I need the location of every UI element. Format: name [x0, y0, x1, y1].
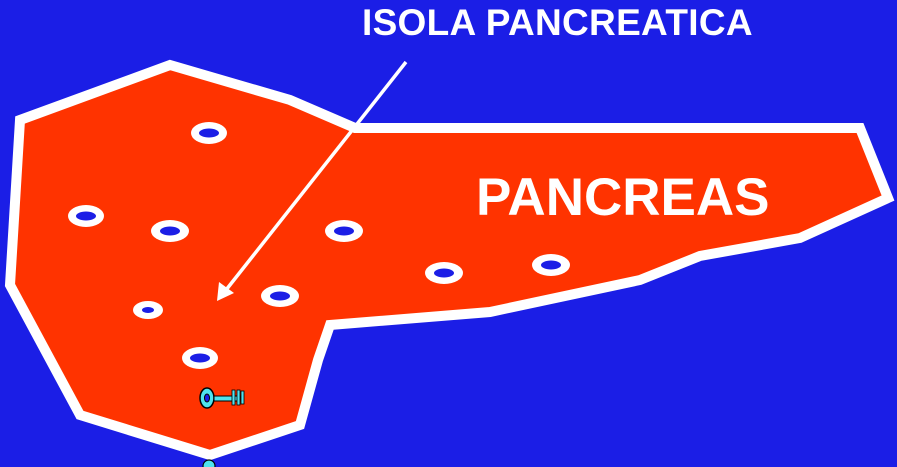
- islet: [191, 122, 227, 144]
- pancreas-shape: [10, 65, 888, 455]
- islet: [532, 254, 570, 276]
- islet-label: ISOLA PANCREATICA: [362, 2, 753, 44]
- handle-icon: [203, 460, 215, 467]
- islet: [133, 301, 163, 319]
- islet: [182, 347, 218, 369]
- islet: [425, 262, 463, 284]
- islet: [151, 220, 189, 242]
- islet: [261, 285, 299, 307]
- islet: [68, 205, 104, 227]
- pancreas-label: PANCREAS: [476, 167, 770, 228]
- islet: [325, 220, 363, 242]
